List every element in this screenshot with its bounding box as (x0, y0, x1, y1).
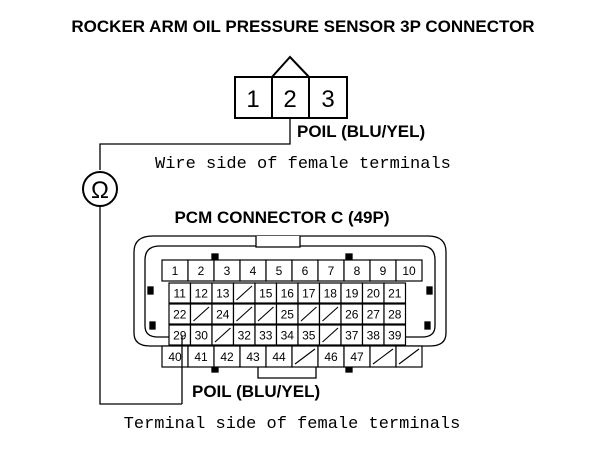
pcm-terminal-label: 27 (367, 308, 381, 322)
pcm-terminal-label: 11 (174, 287, 187, 301)
pcm-side-label: Terminal side of female terminals (124, 415, 461, 434)
sensor-pin-1: 1 (246, 86, 259, 113)
pcm-terminal-label: 25 (281, 308, 295, 322)
pcm-terminal-label: 18 (324, 287, 338, 301)
pcm-terminal-label: 26 (345, 308, 359, 322)
pcm-terminal-label: 41 (194, 350, 208, 364)
pcm-empty-terminal-mark (294, 348, 316, 365)
pcm-terminal-label: 19 (345, 287, 359, 301)
pcm-terminal-label: 39 (388, 329, 402, 343)
pcm-terminal-label: 20 (367, 287, 381, 301)
pcm-terminal-label: 9 (380, 264, 387, 278)
pcm-terminal-label: 35 (302, 329, 316, 343)
pcm-terminal-label: 8 (354, 264, 361, 278)
pcm-terminal-label: 15 (259, 287, 273, 301)
meter-return-wire (99, 206, 182, 405)
sensor-pin-2-wire (99, 118, 291, 170)
pcm-terminal-label: 4 (250, 264, 257, 278)
sensor-side-label: Wire side of female terminals (155, 155, 451, 174)
pcm-empty-terminal-mark (257, 306, 274, 322)
pcm-terminal-label: 32 (238, 329, 252, 343)
pcm-terminal-label: 40 (168, 350, 182, 364)
pcm-empty-terminal-mark (398, 348, 420, 365)
pcm-terminal-label: 5 (276, 264, 283, 278)
pcm-terminal-cell (383, 282, 407, 304)
pcm-empty-terminal-mark (236, 306, 253, 322)
pcm-terminal-label: 3 (224, 264, 231, 278)
pcm-terminal-label: 2 (198, 264, 205, 278)
pcm-terminal-label: 33 (259, 329, 273, 343)
page-title: ROCKER ARM OIL PRESSURE SENSOR 3P CONNEC… (71, 17, 534, 36)
sensor-pin-2: 2 (283, 86, 296, 113)
pcm-connector-title: PCM CONNECTOR C (49P) (174, 208, 389, 227)
pcm-terminal-label: 21 (388, 287, 402, 301)
pcm-terminal-cell (395, 259, 423, 282)
pcm-empty-terminal-mark (322, 327, 339, 343)
pcm-connector-housing (133, 235, 447, 379)
pcm-terminal-label: 1 (172, 264, 179, 278)
pcm-wire-label: POIL (BLU/YEL) (192, 382, 320, 401)
pcm-terminal-label: 7 (328, 264, 335, 278)
pcm-terminal-label: 22 (173, 308, 187, 322)
ohm-symbol: Ω (91, 177, 109, 204)
pcm-empty-terminal-mark (214, 327, 231, 343)
pcm-empty-terminal-mark (322, 306, 339, 322)
pcm-terminal-label: 34 (281, 329, 295, 343)
sensor-pin-3: 3 (321, 86, 334, 113)
pcm-terminal-label: 44 (272, 350, 286, 364)
pcm-terminal-label: 47 (350, 350, 364, 364)
pcm-terminal-label: 38 (367, 329, 381, 343)
pcm-terminal-label: 30 (195, 329, 209, 343)
pcm-terminal-label: 43 (246, 350, 260, 364)
pcm-terminal-cell (383, 303, 407, 325)
pcm-terminal-label: 42 (220, 350, 234, 364)
pcm-terminal-label: 6 (302, 264, 309, 278)
pcm-empty-terminal-mark (372, 348, 394, 365)
pcm-terminal-label: 24 (216, 308, 230, 322)
pcm-terminal-label: 29 (173, 329, 187, 343)
pcm-terminal-label: 13 (216, 287, 230, 301)
pcm-terminal-label: 17 (302, 287, 316, 301)
pcm-empty-terminal-mark (236, 285, 253, 301)
pcm-empty-terminal-mark (193, 306, 210, 322)
pcm-terminal-label: 10 (402, 264, 416, 278)
pcm-terminal-label: 12 (195, 287, 209, 301)
pcm-terminal-label: 37 (345, 329, 359, 343)
pcm-terminal-cell (383, 324, 407, 346)
pcm-terminal-label: 16 (281, 287, 295, 301)
pcm-terminal-label: 28 (388, 308, 402, 322)
pcm-empty-terminal-mark (300, 306, 317, 322)
sensor-3p-connector (234, 55, 348, 119)
sensor-wire-label: POIL (BLU/YEL) (297, 122, 425, 141)
pcm-terminal-label: 46 (324, 350, 338, 364)
